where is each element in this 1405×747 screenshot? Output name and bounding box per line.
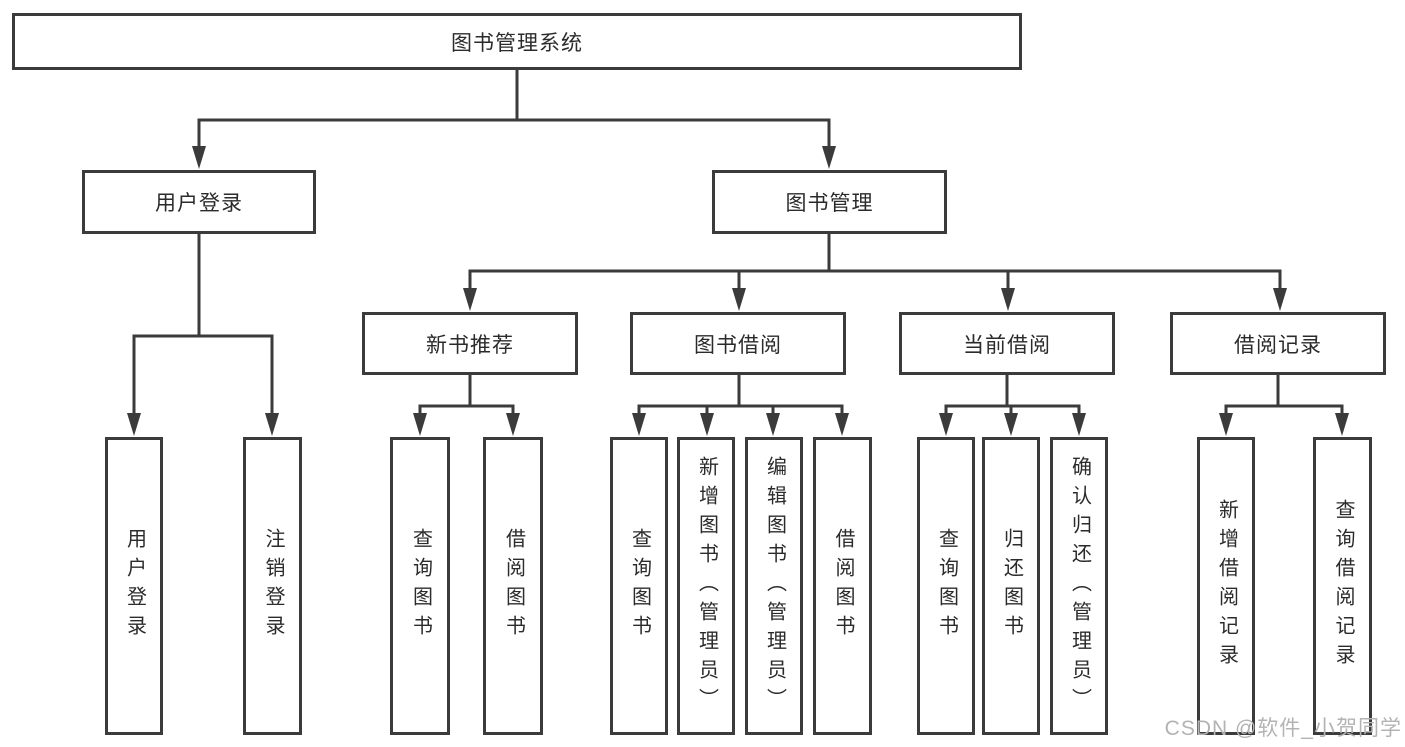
leaf-return-books-label: 归还图书: [1000, 528, 1023, 644]
leaf-query-borrow-record: 查询借阅记录: [1313, 437, 1372, 735]
leaf-query-books-current-label: 查询图书: [935, 528, 958, 644]
node-book-borrowing: 图书借阅: [630, 312, 846, 375]
node-root: 图书管理系统: [12, 13, 1022, 70]
leaf-user-login-label: 用户登录: [123, 528, 146, 644]
node-book-management-label: 图书管理: [785, 192, 874, 215]
leaf-query-books-recommend-label: 查询图书: [409, 528, 432, 644]
node-borrowing-records: 借阅记录: [1170, 312, 1386, 375]
leaf-query-books-current: 查询图书: [917, 437, 975, 735]
node-current-borrowing: 当前借阅: [899, 312, 1115, 375]
leaf-query-borrow-record-label: 查询借阅记录: [1332, 499, 1354, 673]
leaf-query-books-borrowing: 查询图书: [610, 437, 668, 735]
leaf-user-login: 用户登录: [105, 437, 163, 735]
leaf-borrow-books-recommend: 借阅图书: [483, 437, 543, 735]
leaf-add-books-admin-label: 新增图书（管理员）: [695, 455, 718, 717]
node-current-borrowing-label: 当前借阅: [963, 333, 1051, 357]
leaf-logout-label: 注销登录: [262, 528, 284, 644]
node-book-management: 图书管理: [712, 170, 947, 234]
node-new-book-recommend-label: 新书推荐: [426, 333, 514, 357]
leaf-logout: 注销登录: [243, 437, 302, 735]
leaf-query-books-borrowing-label: 查询图书: [628, 528, 651, 644]
leaf-edit-books-admin: 编辑图书（管理员）: [745, 437, 803, 735]
node-root-label: 图书管理系统: [451, 31, 583, 55]
leaf-query-books-recommend: 查询图书: [390, 437, 450, 735]
node-new-book-recommend: 新书推荐: [362, 312, 578, 375]
watermark: CSDN @软件_小贺同学: [1164, 717, 1402, 740]
node-book-borrowing-label: 图书借阅: [694, 333, 782, 357]
leaf-borrow-books-recommend-label: 借阅图书: [502, 528, 525, 644]
node-user-login-label: 用户登录: [155, 192, 243, 215]
arrowheads: [127, 146, 1349, 436]
leaf-borrow-books-borrowing: 借阅图书: [813, 437, 872, 735]
leaf-confirm-return-admin-label: 确认归还（管理员）: [1068, 455, 1091, 717]
leaf-borrow-books-borrowing-label: 借阅图书: [832, 528, 854, 644]
leaf-return-books: 归还图书: [982, 437, 1040, 735]
node-borrowing-records-label: 借阅记录: [1234, 333, 1322, 357]
leaf-add-borrow-record: 新增借阅记录: [1197, 437, 1255, 735]
leaf-add-books-admin: 新增图书（管理员）: [677, 437, 735, 735]
leaf-add-borrow-record-label: 新增借阅记录: [1215, 499, 1238, 673]
leaf-confirm-return-admin: 确认归还（管理员）: [1050, 437, 1108, 735]
node-user-login: 用户登录: [82, 170, 316, 234]
leaf-edit-books-admin-label: 编辑图书（管理员）: [763, 455, 786, 717]
